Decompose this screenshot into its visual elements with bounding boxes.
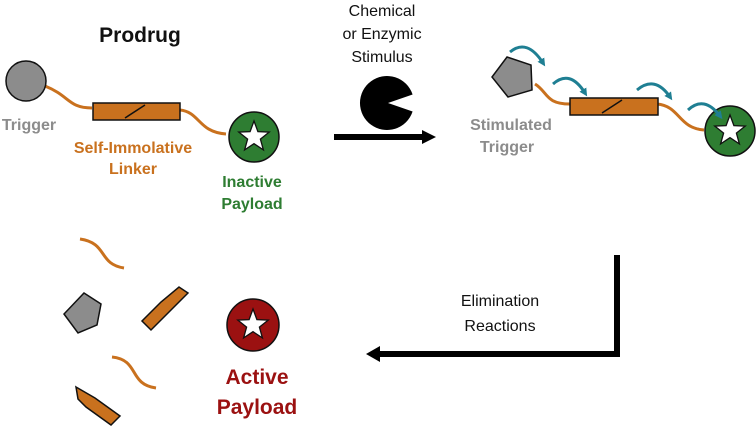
cleavage-arrow-4 bbox=[686, 102, 723, 120]
linker-fragment-1 bbox=[79, 237, 125, 270]
linker-shard-1 bbox=[140, 286, 190, 332]
inactive-label-line2: Payload bbox=[221, 196, 282, 213]
trigger-circle bbox=[5, 60, 47, 102]
linker-label-line2: Linker bbox=[109, 161, 157, 178]
elimination-arrow-shaft bbox=[378, 255, 620, 357]
stimulus-label-line2: or Enzymic bbox=[342, 26, 421, 43]
inactive-payload bbox=[228, 111, 280, 163]
linker-label-line1: Self-Immolative bbox=[74, 140, 192, 157]
stimulus-arrow-head bbox=[422, 130, 436, 144]
stimulated-label-line2: Trigger bbox=[480, 139, 534, 156]
star-icon bbox=[713, 113, 747, 146]
trigger-label: Trigger bbox=[2, 117, 56, 134]
linker-rect bbox=[92, 102, 181, 121]
elimination-label-line1: Elimination bbox=[461, 293, 539, 310]
cleavage-arrow-2 bbox=[552, 76, 588, 97]
active-payload bbox=[226, 298, 280, 352]
star-icon bbox=[237, 119, 271, 152]
cleavage-arrow-3 bbox=[636, 82, 673, 101]
linker-tether-right bbox=[179, 108, 227, 136]
released-trigger-pentagon bbox=[63, 292, 102, 334]
stimulated-payload bbox=[704, 105, 756, 157]
inactive-label-line1: Inactive bbox=[222, 174, 282, 191]
stimulated-label-line1: Stimulated bbox=[470, 117, 552, 134]
pacman-icon bbox=[359, 76, 413, 130]
elimination-arrow-head bbox=[366, 346, 380, 362]
linker-tether-left bbox=[44, 84, 93, 110]
stimulated-tether-left bbox=[534, 82, 571, 106]
stimulus-label-line1: Chemical bbox=[349, 3, 416, 20]
star-icon bbox=[236, 307, 270, 340]
stimulated-tether-right bbox=[656, 102, 705, 132]
stimulus-label-line3: Stimulus bbox=[351, 49, 412, 66]
linker-fragment-2 bbox=[111, 355, 157, 390]
elimination-label-line2: Reactions bbox=[464, 318, 535, 335]
stimulated-trigger-pentagon bbox=[491, 56, 533, 98]
linker-shard-2 bbox=[74, 385, 122, 426]
active-label-line2: Payload bbox=[217, 396, 298, 419]
prodrug-title: Prodrug bbox=[99, 24, 181, 47]
stimulated-linker-rect bbox=[569, 97, 659, 116]
active-label-line1: Active bbox=[225, 366, 288, 389]
cleavage-arrow-1 bbox=[509, 45, 546, 67]
